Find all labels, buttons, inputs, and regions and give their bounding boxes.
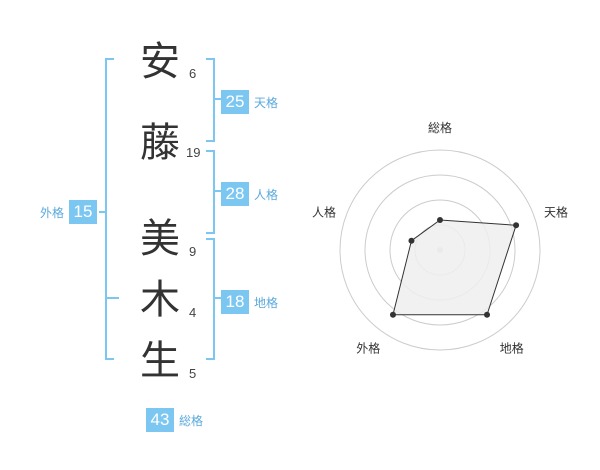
chikaku-tick — [215, 297, 221, 299]
tenkaku-badge: 25 天格 — [221, 90, 278, 114]
jinkaku-bracket — [206, 150, 215, 234]
name-char-1: 安 — [140, 39, 180, 85]
jinkaku-tick — [215, 190, 221, 192]
radar-points — [389, 217, 520, 318]
chikaku-label: 地格 — [254, 295, 279, 310]
radar-axis-label-3: 地格 — [500, 341, 524, 356]
radar-polygon — [392, 219, 517, 316]
radar-point-1 — [437, 217, 443, 223]
radar-point-5 — [408, 237, 415, 244]
jinkaku-label: 人格 — [254, 187, 279, 202]
name-char-5: 生 — [140, 338, 180, 384]
gaikaku-value: 15 — [69, 200, 98, 224]
tenkaku-label: 天格 — [254, 95, 279, 110]
gaikaku-tick-mid — [105, 297, 119, 299]
stroke-count-2: 19 — [186, 145, 201, 160]
soukaku-label: 総格 — [179, 413, 204, 428]
radar-axis-label-1: 総格 — [428, 120, 452, 135]
gaikaku-tick-left — [99, 211, 105, 213]
radar-ring-4 — [339, 149, 541, 351]
soukaku-badge: 43 総格 — [146, 408, 203, 432]
radar-point-3 — [484, 311, 491, 318]
tenkaku-tick — [215, 98, 221, 100]
radar-axis-label-4: 外格 — [356, 341, 380, 356]
chikaku-value: 18 — [221, 290, 249, 314]
tenkaku-value: 25 — [221, 90, 249, 114]
radar-ring-3 — [364, 174, 516, 326]
gaikaku-bracket — [105, 58, 114, 360]
radar-point-2 — [513, 222, 520, 229]
gaikaku-label: 外格 — [40, 205, 65, 220]
stroke-count-5: 5 — [189, 366, 197, 381]
jinkaku-value: 28 — [221, 182, 249, 206]
name-char-4: 木 — [140, 277, 180, 323]
radar-point-4 — [389, 311, 396, 318]
name-char-3: 美 — [140, 216, 180, 262]
stroke-count-1: 6 — [189, 66, 197, 81]
tenkaku-bracket — [206, 58, 215, 142]
radar-axis-label-2: 天格 — [544, 204, 568, 219]
jinkaku-badge: 28 人格 — [221, 182, 278, 206]
radar-axis-label-5: 人格 — [312, 204, 336, 219]
stroke-count-4: 4 — [189, 305, 197, 320]
soukaku-value: 43 — [146, 408, 174, 432]
chikaku-badge: 18 地格 — [221, 290, 278, 314]
stroke-count-3: 9 — [189, 244, 197, 259]
gaikaku-badge: 外格 15 — [40, 200, 98, 224]
name-char-2: 藤 — [140, 120, 180, 166]
chikaku-bracket — [206, 238, 215, 360]
